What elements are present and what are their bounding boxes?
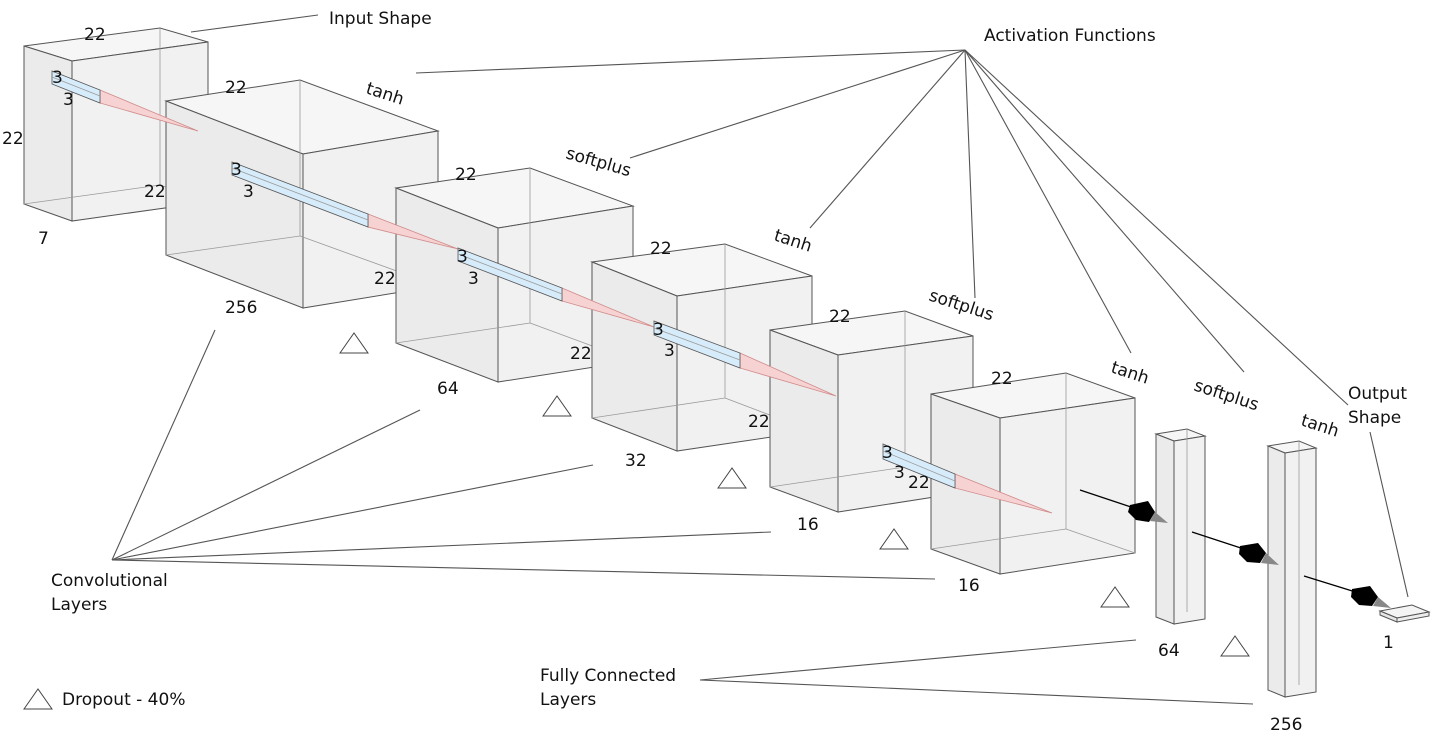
kernel-1 — [51, 70, 199, 132]
input-top-dim: 22 — [84, 25, 106, 45]
activation-3: tanh — [771, 226, 814, 257]
output-shape-label-1: Output — [1348, 384, 1407, 404]
kernel-4-dim-b: 3 — [664, 341, 675, 361]
dropout-icon — [1100, 586, 1130, 608]
input-shape-label: Input Shape — [329, 9, 432, 29]
kernel-2-dim-b: 3 — [243, 182, 254, 202]
dropout-icon — [339, 332, 369, 354]
dropout-legend-label: Dropout - 40% — [62, 690, 185, 710]
dropout-icon — [717, 467, 747, 489]
kernel-3-dim-a: 3 — [457, 247, 468, 267]
kernel-5 — [882, 443, 1053, 514]
conv-2-top-dim: 22 — [455, 165, 477, 185]
dropout-icon — [1220, 635, 1250, 657]
conv-5-size: 16 — [958, 576, 980, 596]
conv-3-top-dim: 22 — [650, 239, 672, 259]
input-height-dim: 22 — [2, 129, 24, 149]
fc-1-size: 64 — [1158, 641, 1180, 661]
output-shape-label-2: Shape — [1348, 408, 1401, 428]
labels: Input Shape Activation Functions Output … — [51, 9, 1407, 710]
output-node — [1378, 604, 1431, 623]
conv-2-size: 64 — [437, 379, 459, 399]
kernel-2-dim-a: 3 — [231, 160, 242, 180]
activation-1: tanh — [363, 79, 406, 110]
activation-4: softplus — [926, 286, 996, 326]
input-bottom-dim: 7 — [38, 229, 49, 249]
fc-layers-label-1: Fully Connected — [540, 666, 676, 686]
fc-layers-label-2: Layers — [540, 690, 596, 710]
activation-fc-1: softplus — [1191, 376, 1261, 416]
activation-functions-label: Activation Functions — [984, 26, 1156, 46]
conv-layers-label-2: Layers — [51, 595, 107, 615]
conv-4-top-dim: 22 — [829, 307, 851, 327]
conv-2-inner-dim: 22 — [570, 344, 592, 364]
dropout-icon — [542, 395, 572, 417]
conv-3-size: 32 — [625, 451, 647, 471]
fc-layer-1-bar — [1154, 428, 1207, 625]
kernel-3-dim-b: 3 — [468, 269, 479, 289]
conv-layer-5-cube — [930, 372, 1136, 575]
conv-5-top-dim: 22 — [991, 369, 1013, 389]
kernel-5-dim-b: 3 — [894, 463, 905, 483]
fc-layer-2-bar — [1266, 440, 1318, 698]
fc-2-size: 256 — [1270, 715, 1302, 735]
conv-1-size: 256 — [225, 298, 257, 318]
conv-1-top-dim: 22 — [225, 78, 247, 98]
kernel-2 — [231, 161, 459, 250]
fc-arrows — [1079, 489, 1391, 608]
conv-4-size: 16 — [797, 515, 819, 535]
kernel-5-dim-a: 3 — [882, 443, 893, 463]
conv-4-inner-dim: 22 — [908, 473, 930, 493]
activation-5: tanh — [1108, 358, 1151, 389]
conv-3-inner-dim: 22 — [748, 412, 770, 432]
kernel-3 — [457, 247, 655, 328]
leader-lines — [111, 14, 1409, 705]
input-inner-dim: 22 — [144, 182, 166, 202]
input-dimensions: 22 22 22 7 3 3 — [2, 25, 166, 249]
output-size: 1 — [1383, 633, 1394, 653]
dropout-icon — [879, 528, 909, 550]
activation-fc-2: tanh — [1298, 411, 1341, 442]
conv-5-dimensions: 22 16 tanh — [958, 358, 1151, 596]
conv-1-inner-dim: 22 — [374, 269, 396, 289]
kernel-4-dim-a: 3 — [653, 320, 664, 340]
kernel-4 — [653, 320, 837, 397]
conv-3-dimensions: 22 22 32 3 3 tanh — [625, 226, 814, 471]
activation-2: softplus — [564, 144, 634, 182]
dropout-legend-icon — [23, 688, 53, 710]
conv-layers-label-1: Convolutional — [51, 571, 168, 591]
kernel-1-dim-a: 3 — [52, 68, 63, 88]
dropout-markers — [23, 332, 1250, 710]
kernel-1-dim-b: 3 — [63, 90, 74, 110]
